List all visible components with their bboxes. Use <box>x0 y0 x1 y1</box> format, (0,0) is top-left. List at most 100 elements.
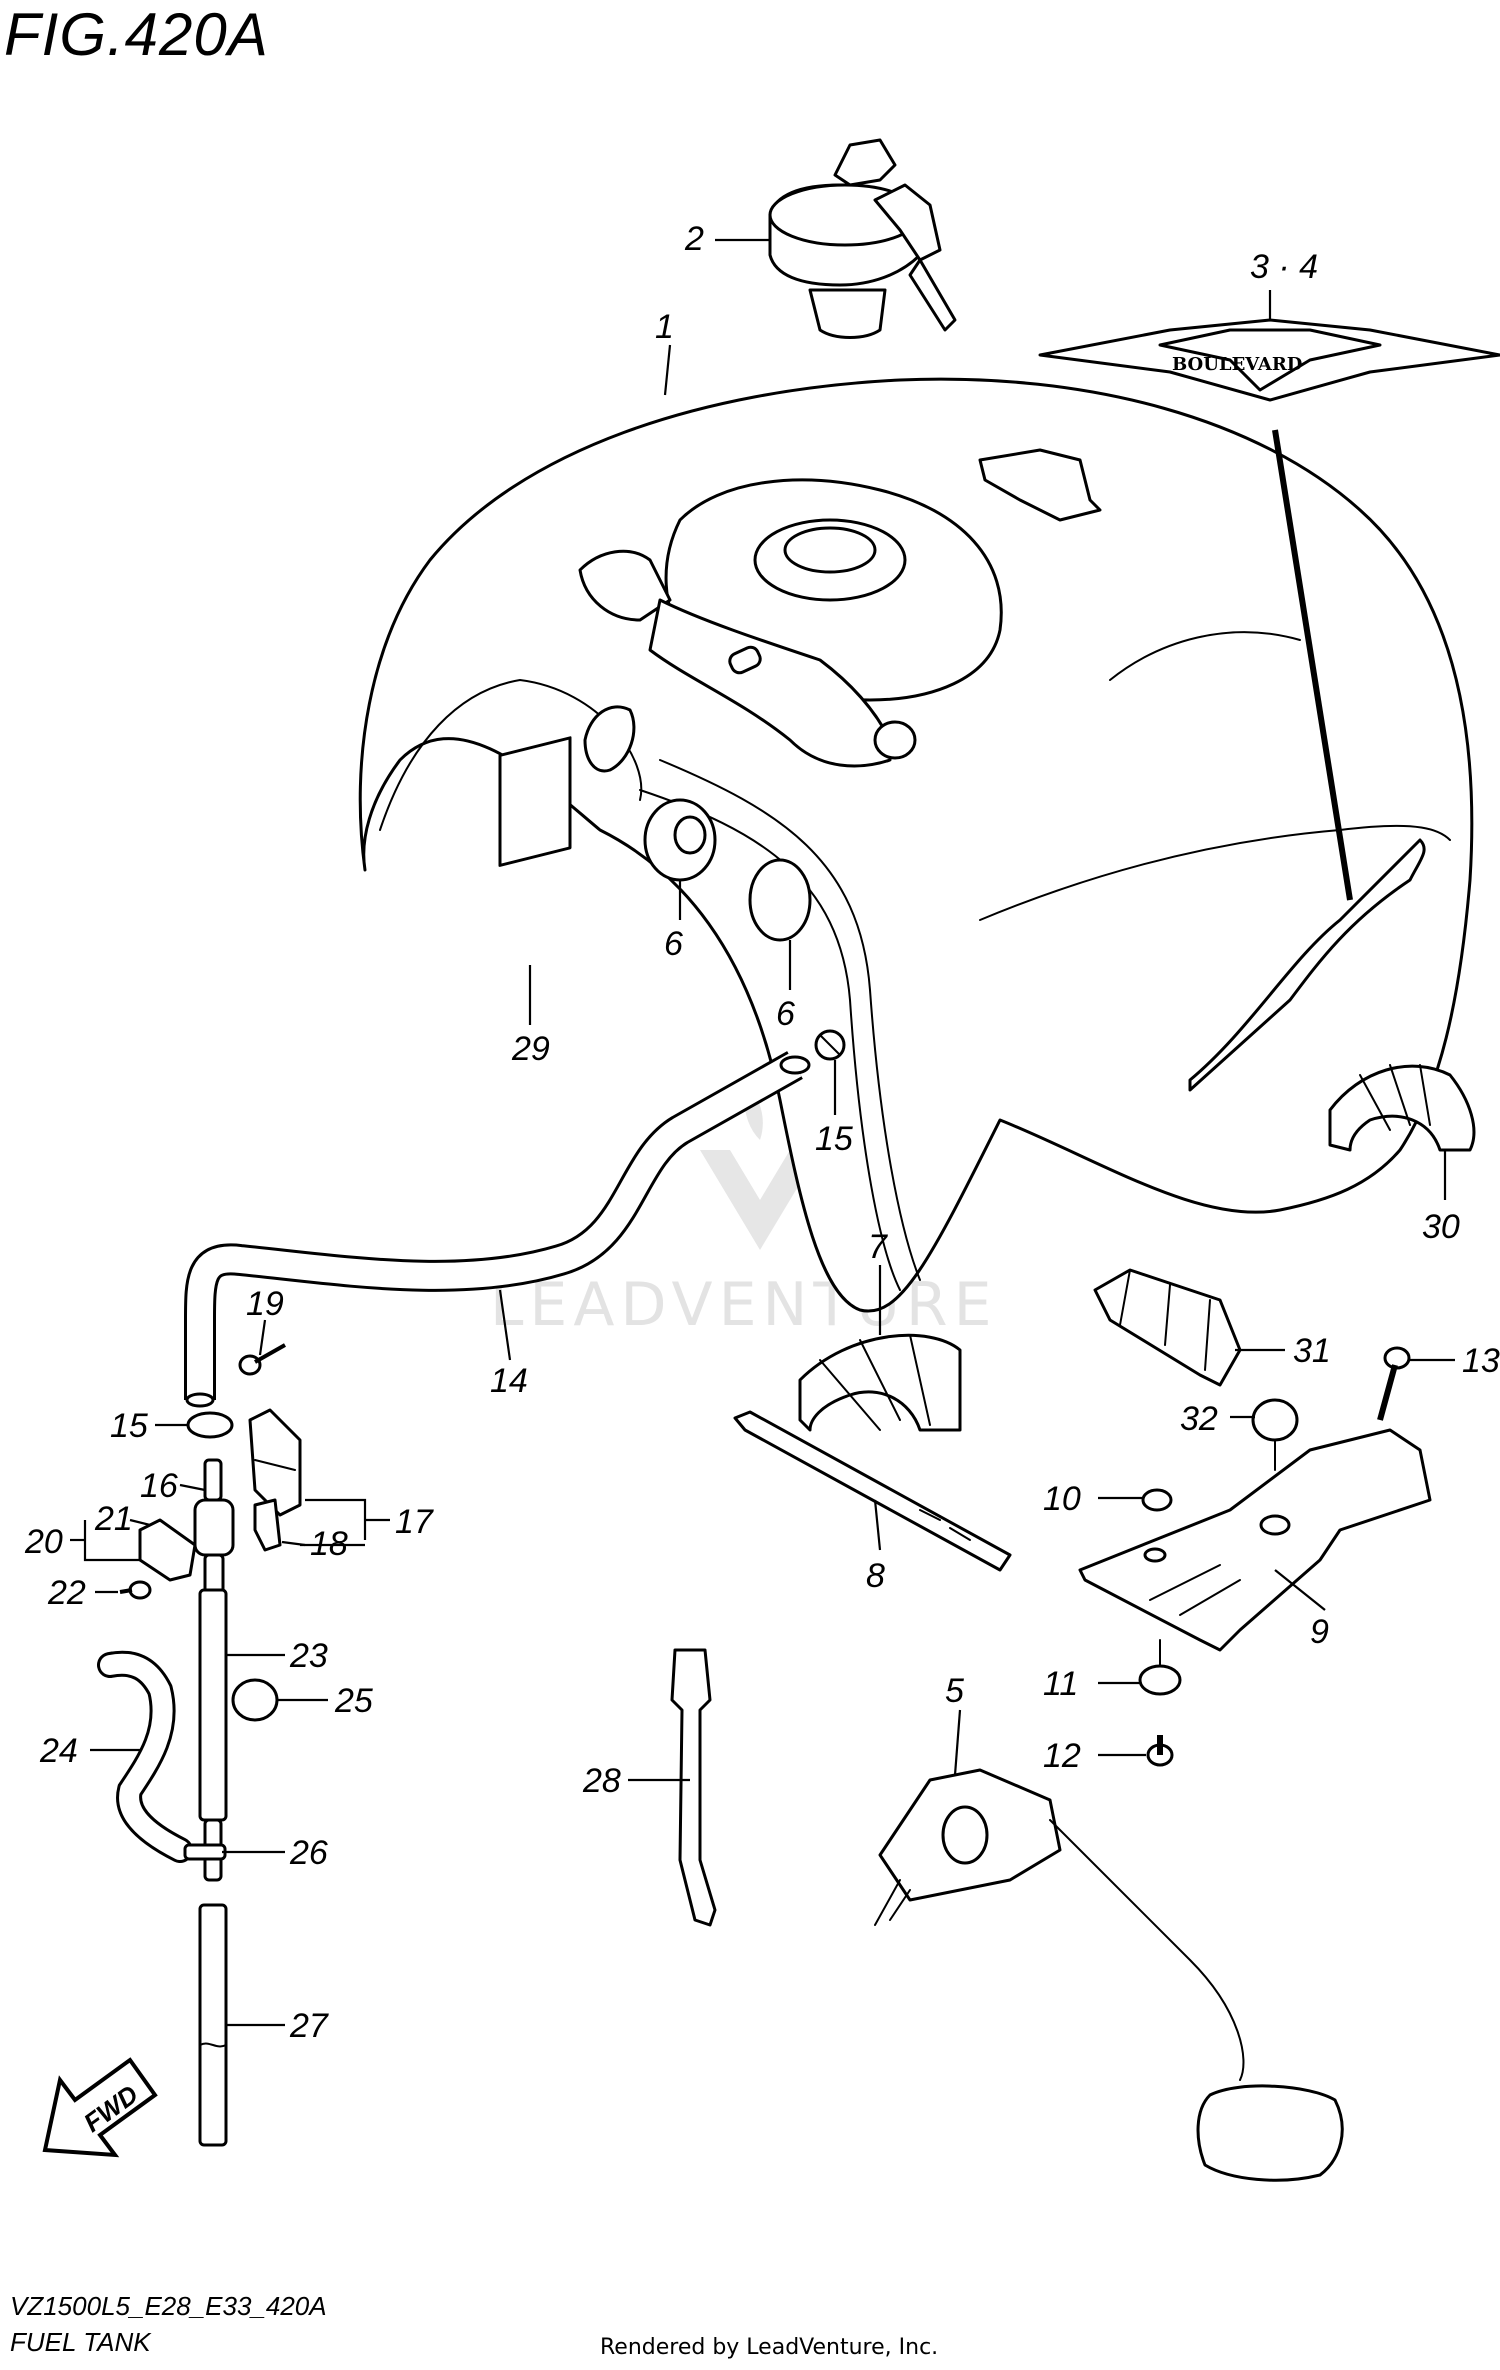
callout-2: 2 <box>684 220 770 258</box>
svg-text:2: 2 <box>684 220 704 258</box>
svg-text:11: 11 <box>1043 1665 1078 1703</box>
render-credit: Rendered by LeadVenture, Inc. <box>600 2335 939 2360</box>
callout-3-4: 3 · 4 <box>1250 248 1318 320</box>
callout-27: 27 <box>226 2007 329 2045</box>
svg-text:22: 22 <box>47 1574 86 1612</box>
part-8-strap[interactable] <box>733 1410 1012 1572</box>
part-15-clamp-upper[interactable] <box>814 1029 846 1061</box>
svg-text:6: 6 <box>664 925 683 963</box>
callout-15-lower: 15 <box>110 1407 188 1445</box>
svg-text:15: 15 <box>815 1120 853 1158</box>
svg-text:8: 8 <box>866 1557 885 1595</box>
part-1-fuel-tank[interactable] <box>358 377 1474 1313</box>
part-27-hose[interactable] <box>198 1903 228 2147</box>
svg-text:32: 32 <box>1180 1400 1218 1438</box>
callout-26: 26 <box>222 1834 328 1872</box>
forward-direction-arrow: FWD <box>42 2057 158 2158</box>
callout-30: 30 <box>1422 1150 1460 1246</box>
part-12-bolt[interactable] <box>1146 1735 1174 1767</box>
callout-31: 31 <box>1235 1332 1331 1370</box>
callout-19: 19 <box>246 1285 284 1356</box>
callout-20: 20 <box>24 1520 140 1562</box>
callout-9: 9 <box>1274 1569 1329 1651</box>
part-30-cushion[interactable] <box>1328 1064 1476 1152</box>
part-6-cushion-b[interactable] <box>748 858 812 942</box>
svg-text:21: 21 <box>94 1500 133 1538</box>
svg-text:3 · 4: 3 · 4 <box>1250 248 1318 286</box>
part-11-cushion[interactable] <box>1138 1639 1182 1696</box>
callout-8: 8 <box>866 1499 885 1595</box>
part-23-hose[interactable] <box>198 1588 228 1822</box>
svg-text:29: 29 <box>511 1030 550 1068</box>
callout-32: 32 <box>1180 1400 1255 1438</box>
callout-24: 24 <box>39 1732 140 1770</box>
emblem-text: BOULEVARD <box>1172 354 1302 375</box>
part-14-breather-hose[interactable] <box>184 1051 811 1408</box>
part-16-valve[interactable] <box>193 1458 235 1597</box>
callout-28: 28 <box>582 1762 690 1800</box>
svg-text:24: 24 <box>39 1732 78 1770</box>
part-6-cushion-a[interactable] <box>643 798 717 882</box>
part-32-damper[interactable] <box>1251 1398 1299 1471</box>
svg-text:17: 17 <box>395 1503 434 1541</box>
callout-21: 21 <box>94 1500 151 1538</box>
callout-5: 5 <box>945 1672 964 1776</box>
svg-text:13: 13 <box>1462 1342 1500 1380</box>
part-28-cable-tie[interactable] <box>670 1648 717 1927</box>
callout-18: 18 <box>281 1525 348 1563</box>
svg-text:16: 16 <box>140 1467 178 1505</box>
callout-29: 29 <box>511 965 550 1068</box>
part-15-clamp-lower[interactable] <box>186 1411 234 1439</box>
leadventure-watermark: LEADVENTURE <box>490 1080 998 1340</box>
diagram-code: VZ1500L5_E28_E33_420A <box>10 2291 327 2321</box>
svg-text:23: 23 <box>289 1637 328 1675</box>
callout-25: 25 <box>278 1682 373 1720</box>
part-17-bracket[interactable] <box>248 1408 302 1517</box>
figure-title: FIG.420A <box>4 1 269 68</box>
part-24-hose[interactable] <box>97 1650 193 1863</box>
callout-6b: 6 <box>776 940 795 1033</box>
part-2-fuel-cap[interactable] <box>768 138 957 339</box>
part-19-screw[interactable] <box>238 1343 286 1376</box>
svg-text:31: 31 <box>1293 1332 1331 1370</box>
part-10-washer[interactable] <box>1141 1488 1173 1512</box>
callout-23: 23 <box>226 1637 328 1675</box>
callout-16: 16 <box>140 1467 206 1505</box>
svg-text:25: 25 <box>334 1682 373 1720</box>
part-25-collar[interactable] <box>231 1678 279 1722</box>
callout-6a: 6 <box>664 880 683 963</box>
diagram-name: FUEL TANK <box>10 2327 151 2357</box>
part-26-joint[interactable] <box>183 1818 227 1882</box>
callout-7: 7 <box>868 1228 888 1335</box>
part-22-screw[interactable] <box>119 1580 152 1600</box>
svg-text:19: 19 <box>246 1285 284 1323</box>
part-3-4-emblem[interactable]: BOULEVARD <box>1038 318 1500 901</box>
part-5-fuel-level-gauge[interactable] <box>874 1768 1344 2182</box>
svg-text:18: 18 <box>310 1525 348 1563</box>
part-29-label[interactable] <box>498 736 572 867</box>
callout-17: 17 <box>300 1498 434 1547</box>
callout-10: 10 <box>1043 1480 1142 1518</box>
svg-text:15: 15 <box>110 1407 148 1445</box>
svg-text:26: 26 <box>289 1834 328 1872</box>
callout-14: 14 <box>490 1289 528 1400</box>
svg-text:1: 1 <box>655 308 674 346</box>
callout-13: 13 <box>1410 1342 1500 1380</box>
watermark-text: LEADVENTURE <box>490 1270 998 1340</box>
svg-text:5: 5 <box>945 1672 964 1710</box>
part-9-bracket[interactable] <box>1078 1428 1432 1652</box>
svg-text:20: 20 <box>24 1523 63 1561</box>
part-18-clip[interactable] <box>253 1498 282 1552</box>
callout-15-upper: 15 <box>815 1060 853 1158</box>
svg-text:6: 6 <box>776 995 795 1033</box>
callout-11: 11 <box>1043 1665 1140 1703</box>
svg-text:27: 27 <box>289 2007 329 2045</box>
svg-text:30: 30 <box>1422 1208 1460 1246</box>
part-13-bolt[interactable] <box>1377 1346 1411 1421</box>
svg-text:12: 12 <box>1043 1737 1081 1775</box>
part-31-cushion[interactable] <box>1093 1268 1242 1387</box>
part-7-cushion[interactable] <box>798 1333 962 1432</box>
callout-22: 22 <box>47 1574 118 1612</box>
part-21-clamp[interactable] <box>138 1518 197 1582</box>
